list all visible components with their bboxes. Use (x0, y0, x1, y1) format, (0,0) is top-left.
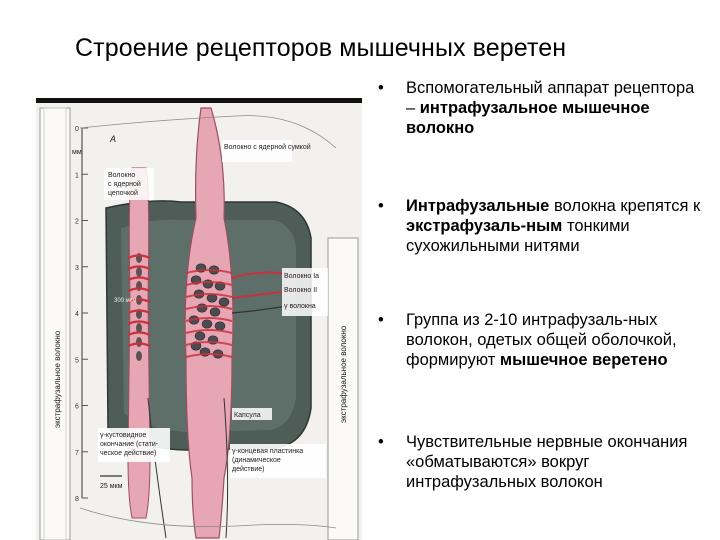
bullet-item: • Группа из 2-10 интрафузаль-ных волокон… (378, 310, 708, 370)
scale-tick-label: 6 (75, 404, 79, 411)
bullet-dot: • (378, 432, 398, 452)
label-gamma-plate-2: (динамическое (232, 457, 281, 464)
nucleus (202, 320, 212, 328)
bullet-dot: • (378, 196, 398, 216)
scale-tick-label: 8 (75, 496, 79, 503)
label-fiber-2: Волокно II (284, 287, 317, 294)
bullet-item: • Интрафузальные волокна крепятся к экст… (378, 196, 708, 256)
bullet-bold-segment: интрафузальное мышечное волокно (406, 99, 650, 137)
bullet-text: Вспомогательный аппарат рецептора – интр… (406, 78, 708, 138)
bullet-bold-segment: мышечное веретено (500, 351, 668, 369)
bullet-item: • Вспомогательный аппарат рецептора – ин… (378, 78, 708, 138)
bullet-segment: волокна крепятся к (549, 197, 700, 215)
nucleus (195, 332, 205, 340)
bullet-bold-segment: экстрафузаль-ным (406, 217, 562, 235)
label-gamma-plate-1: γ-концевая пластинка (232, 448, 303, 455)
bullet-item: • Чувствительные нервные окончания «обма… (378, 432, 708, 492)
slide-title: Строение рецепторов мышечных веретен (75, 34, 566, 63)
scale-tick-label: 0 (75, 126, 79, 133)
muscle-spindle-illustration: 0 1 2 3 4 5 6 7 8 А мм Волокно с ядерной сумкой (36, 98, 362, 540)
nucleus (136, 351, 142, 361)
nucleus (136, 267, 142, 277)
label-fiber-1a: Волокно Ia (284, 273, 319, 280)
bullet-dot: • (378, 310, 398, 330)
scale-unit-label: мм (72, 149, 82, 156)
bullet-text: Чувствительные нервные окончания «обматы… (406, 432, 708, 492)
label-scale-bar: 25 мкм (100, 483, 123, 490)
bullet-bold-segment: Интрафузальные (406, 197, 549, 215)
label-inner-scale: 300 мкм (114, 298, 137, 304)
label-gamma-bush-2: окончание (стати- (100, 441, 159, 448)
label-chain-fiber-1: Волокно (108, 172, 135, 179)
label-chain-fiber-2: с ядерной (108, 180, 141, 188)
bullet-dot: • (378, 78, 398, 98)
label-bag-fiber-1: Волокно с ядерной сумкой (224, 143, 311, 151)
panel-letter: А (109, 134, 116, 144)
label-gamma-plate-3: действие) (232, 465, 264, 473)
scale-tick-label: 2 (75, 219, 79, 226)
label-capsule: Капсула (234, 412, 261, 419)
figure-top-border (36, 98, 362, 103)
scale-tick-label: 7 (75, 450, 79, 457)
scale-tick-label: 4 (75, 311, 79, 318)
scale-tick-label: 5 (75, 357, 79, 364)
label-gamma-bush-1: γ-кустовидное (100, 432, 146, 439)
label-chain-fiber-3: цепочкой (108, 189, 138, 197)
right-vertical-label: экстрафузальное волокно (339, 325, 348, 423)
bullet-text: Группа из 2-10 интрафузаль-ных волокон, … (406, 310, 708, 370)
bullet-segment: Чувствительные нервные окончания «обматы… (406, 433, 687, 491)
nucleus (215, 322, 225, 330)
left-vertical-label: экстрафузальное волокно (53, 330, 62, 428)
left-extrafusal-fiber (40, 108, 70, 540)
scale-tick-label: 3 (75, 265, 79, 272)
label-fiber-gamma: γ волокна (284, 303, 316, 310)
label-gamma-bush-3: ческое действие) (100, 449, 156, 457)
bullet-text: Интрафузальные волокна крепятся к экстра… (406, 196, 708, 256)
nucleus (219, 298, 229, 306)
nucleus (197, 304, 207, 312)
nucleus (136, 337, 142, 347)
scale-tick-label: 1 (75, 172, 79, 179)
nucleus (210, 308, 220, 316)
